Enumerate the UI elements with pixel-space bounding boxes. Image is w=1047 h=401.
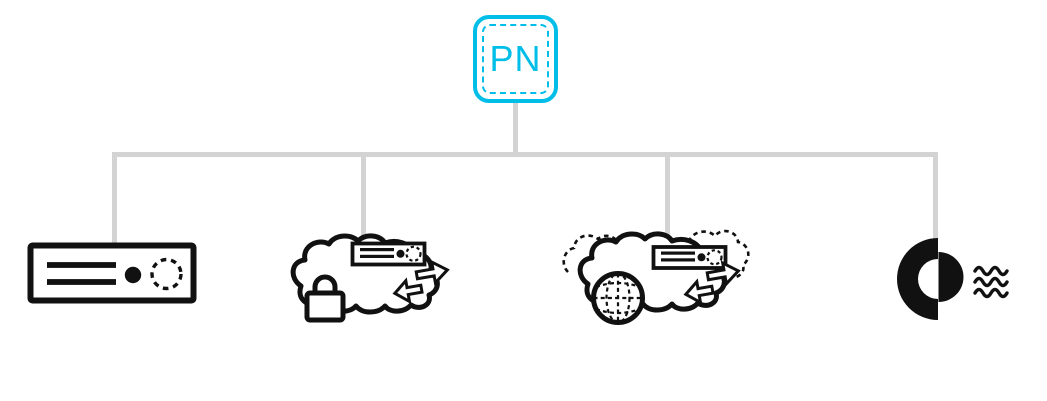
root-node-dashed-border — [482, 24, 549, 94]
sync-arrows-icon — [392, 259, 450, 305]
root-node-pn: PN — [473, 15, 558, 103]
mini-server — [651, 245, 728, 270]
connector-drop-private-cloud — [361, 152, 366, 250]
server-dashed-dial — [150, 257, 183, 291]
connector-root-stem — [513, 103, 518, 155]
connector-drop-hybrid-cloud — [665, 152, 670, 252]
waves-icon — [973, 265, 1009, 299]
dashed-cloud-right — [673, 229, 750, 283]
logo-half-disc — [938, 252, 964, 302]
logo-half-ring — [897, 238, 938, 320]
lock-shackle — [312, 274, 338, 293]
mini-server — [350, 241, 427, 267]
dashed-cloud-left — [562, 234, 620, 273]
sync-arrows-icon — [683, 260, 741, 306]
connector-drop-logo — [933, 152, 938, 244]
server-power-dot — [124, 266, 142, 284]
half-ring-logo-icon — [897, 238, 1009, 320]
server-chassis — [27, 242, 197, 304]
globe-icon — [591, 271, 645, 325]
server-rack-icon — [27, 242, 197, 304]
lock-body — [304, 290, 346, 323]
server-slot-line — [47, 262, 116, 268]
connector-horizontal-bus — [112, 152, 938, 157]
private-cloud-icon — [290, 233, 450, 323]
hybrid-cloud-icon — [562, 229, 750, 325]
server-slot-line — [47, 279, 116, 285]
connector-drop-server — [112, 152, 117, 248]
root-node-label: PN — [489, 38, 542, 79]
